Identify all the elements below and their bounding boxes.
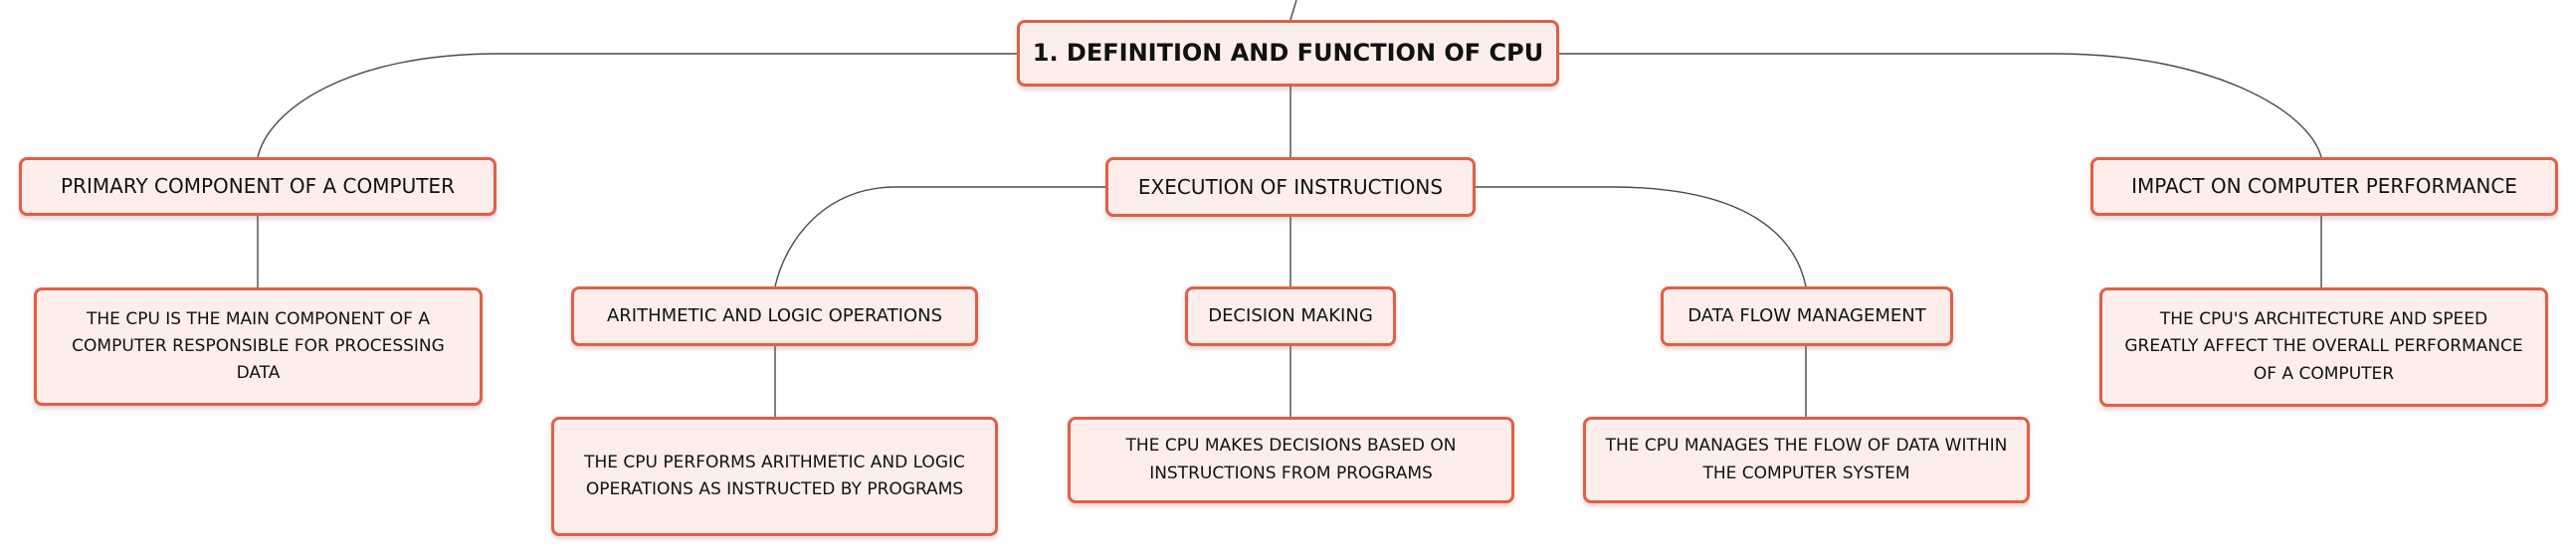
detail-arithmetic-logic-text: THE CPU PERFORMS ARITHMETIC AND LOGIC OP… [584,452,965,499]
subtopic-decision-making[interactable]: DECISION MAKING [1185,286,1396,346]
detail-impact-text: THE CPU'S ARCHITECTURE AND SPEED GREATLY… [2124,309,2523,384]
root-topic[interactable]: 1. DEFINITION AND FUNCTION OF CPU [1017,20,1559,87]
topic-primary-component-label: PRIMARY COMPONENT OF A COMPUTER [61,174,455,198]
connector-root-impact [1559,53,2322,158]
detail-primary-component[interactable]: THE CPU IS THE MAIN COMPONENT OF A COMPU… [34,287,483,406]
topic-impact-label: IMPACT ON COMPUTER PERFORMANCE [2131,174,2517,198]
detail-decision-making[interactable]: THE CPU MAKES DECISIONS BASED ON INSTRUC… [1068,417,1514,503]
subtopic-arithmetic-logic[interactable]: ARITHMETIC AND LOGIC OPERATIONS [571,286,978,346]
detail-decision-making-text: THE CPU MAKES DECISIONS BASED ON INSTRUC… [1125,436,1457,483]
connector-execution-arith [774,186,1105,287]
topic-execution-of-instructions[interactable]: EXECUTION OF INSTRUCTIONS [1105,157,1476,217]
connector-parent-root [1289,0,1297,21]
topic-execution-label: EXECUTION OF INSTRUCTIONS [1137,174,1444,199]
topic-impact-on-performance[interactable]: IMPACT ON COMPUTER PERFORMANCE [2090,157,2558,216]
connector-execution-dataflow [1476,186,1807,287]
detail-data-flow-text: THE CPU MANAGES THE FLOW OF DATA WITHIN … [1605,436,2008,483]
subtopic-data-flow-label: DATA FLOW MANAGEMENT [1687,304,1926,326]
detail-arithmetic-logic[interactable]: THE CPU PERFORMS ARITHMETIC AND LOGIC OP… [551,417,998,536]
detail-impact-on-performance[interactable]: THE CPU'S ARCHITECTURE AND SPEED GREATLY… [2099,287,2548,407]
root-topic-label: 1. DEFINITION AND FUNCTION OF CPU [1032,39,1544,68]
subtopic-decision-making-label: DECISION MAKING [1208,304,1373,326]
detail-primary-component-text: THE CPU IS THE MAIN COMPONENT OF A COMPU… [72,308,445,384]
subtopic-data-flow-management[interactable]: DATA FLOW MANAGEMENT [1661,286,1953,346]
subtopic-arithmetic-logic-label: ARITHMETIC AND LOGIC OPERATIONS [606,304,943,326]
connector-root-primary [257,53,1017,158]
detail-data-flow-management[interactable]: THE CPU MANAGES THE FLOW OF DATA WITHIN … [1583,417,2030,503]
topic-primary-component[interactable]: PRIMARY COMPONENT OF A COMPUTER [19,157,496,216]
